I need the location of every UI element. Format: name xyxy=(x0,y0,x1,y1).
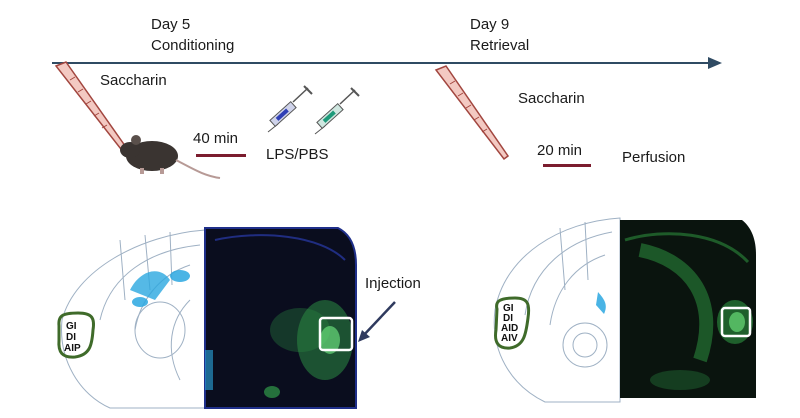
region-label-aiv: AIV xyxy=(501,333,518,344)
fluorescence-image-left xyxy=(204,227,357,409)
region-label-aip: AIP xyxy=(64,343,81,354)
delay-label-20min: 20 min xyxy=(537,142,583,159)
timeline-arrowhead xyxy=(708,57,722,69)
injection-site-box xyxy=(318,316,354,352)
day5-label: Day 5 xyxy=(151,16,191,33)
syringe-icon xyxy=(267,85,313,133)
brain-section-icon xyxy=(493,217,621,403)
delay-bar-20min xyxy=(543,164,591,167)
insula-outline-right xyxy=(494,296,531,350)
day9-label: Day 9 xyxy=(470,16,510,33)
pipette-icon xyxy=(54,61,130,155)
mouse-icon xyxy=(120,135,221,179)
region-label-gi: GI xyxy=(503,303,514,314)
pipette-icon xyxy=(434,65,510,161)
insula-outline-left xyxy=(57,311,96,359)
injection-label: Injection xyxy=(365,275,421,292)
injection-site-box xyxy=(720,306,752,338)
fluorescence-image-right xyxy=(620,220,756,398)
region-label-di: DI xyxy=(66,332,76,343)
region-label-aid: AID xyxy=(501,323,519,334)
conditioning-label: Conditioning xyxy=(151,37,235,54)
timeline-axis xyxy=(52,62,712,64)
saccharin-label-retrieval: Saccharin xyxy=(518,90,585,107)
saccharin-label-conditioning: Saccharin xyxy=(100,72,167,89)
brain-section-icon xyxy=(61,229,206,409)
region-label-di: DI xyxy=(503,313,513,324)
retrieval-label: Retrieval xyxy=(470,37,530,54)
delay-bar-40min xyxy=(196,154,246,157)
region-label-gi: GI xyxy=(66,321,77,332)
delay-label-40min: 40 min xyxy=(193,130,239,147)
syringe-icon xyxy=(314,87,360,135)
injection-agents-label: LPS/PBS xyxy=(266,146,329,163)
perfusion-label: Perfusion xyxy=(622,149,686,166)
